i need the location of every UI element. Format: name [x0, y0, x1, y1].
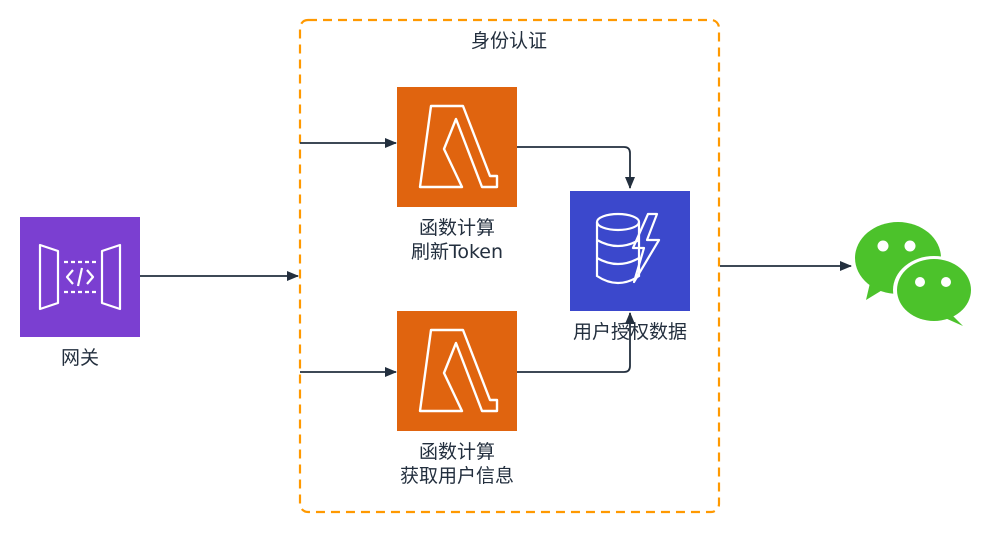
auth-data-label: 用户授权数据 [572, 321, 687, 343]
wechat-bubble-front [893, 256, 975, 326]
lambda-icon [418, 104, 499, 189]
userinfo-function-label-line1: 函数计算 [418, 441, 495, 463]
userinfo-function-label: 函数计算 获取用户信息 [377, 440, 537, 488]
refresh-function-label-line2: 刷新Token [410, 241, 504, 263]
wechat-icon[interactable] [855, 222, 975, 326]
arrow-refresh-to-db [517, 146, 635, 189]
auth-data-node[interactable] [570, 191, 690, 311]
arrow-userinfo-to-db [517, 312, 635, 373]
userinfo-function-label-line2: 获取用户信息 [399, 465, 514, 487]
refresh-function-label: 函数计算 刷新Token [377, 216, 537, 264]
dynamodb-icon [595, 212, 661, 285]
gateway-node[interactable] [20, 217, 140, 337]
gateway-label: 网关 [60, 347, 99, 369]
userinfo-function-node[interactable] [397, 311, 517, 431]
auth-group-boundary [298, 18, 721, 514]
api-gateway-icon [38, 243, 122, 311]
refresh-function-label-line1: 函数计算 [418, 217, 495, 239]
auth-group-title: 身份认证 [470, 30, 547, 52]
connectors [140, 138, 852, 377]
refresh-token-function-node[interactable] [397, 87, 517, 207]
lambda-icon [418, 328, 499, 413]
auth-data-tile [570, 191, 690, 311]
